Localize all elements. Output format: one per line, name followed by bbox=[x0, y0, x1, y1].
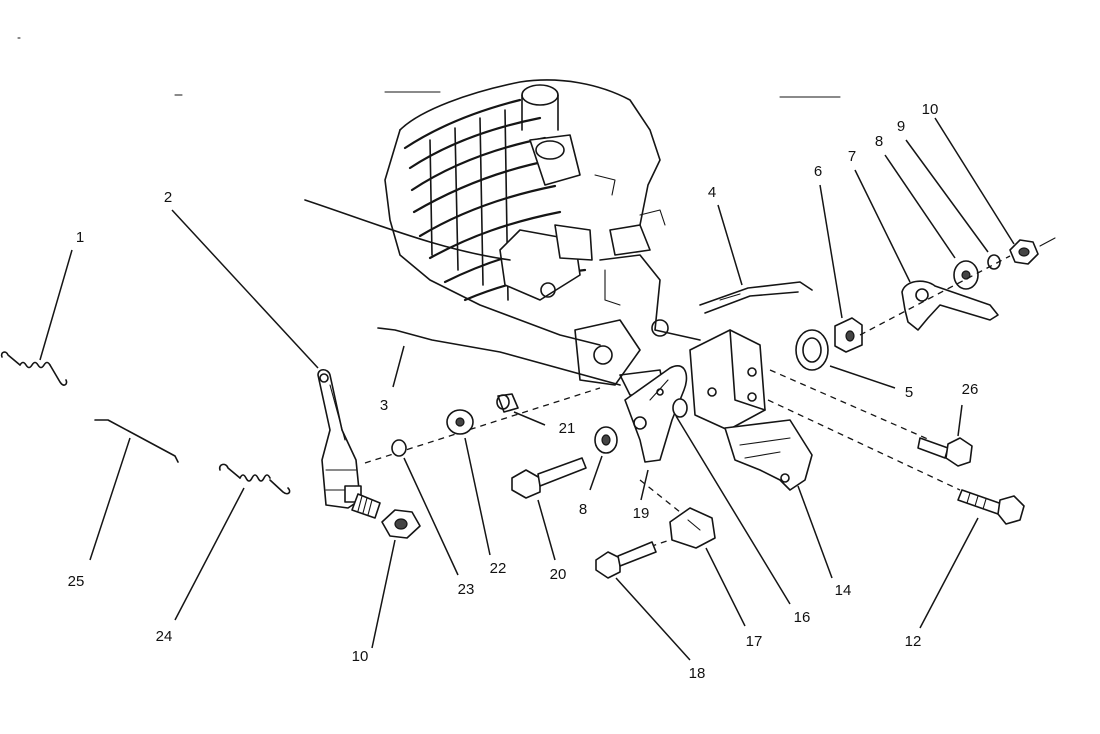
part-4-linkage-rod bbox=[699, 281, 813, 314]
stud-end bbox=[1039, 237, 1056, 247]
part-16-bushing bbox=[672, 398, 688, 418]
callout-8-center: 8 bbox=[579, 501, 587, 518]
callout-7: 7 bbox=[848, 148, 856, 165]
part-5-bushing-cup bbox=[795, 329, 829, 371]
part-18-screw bbox=[595, 541, 657, 579]
part-8-washer-center bbox=[594, 426, 618, 454]
throttle-cable bbox=[304, 199, 511, 261]
callout-10-right: 10 bbox=[922, 101, 939, 118]
callout-6: 6 bbox=[814, 163, 822, 180]
callout-9: 9 bbox=[897, 118, 905, 135]
part-26-bolt bbox=[917, 437, 973, 467]
part-24-spring bbox=[218, 463, 291, 495]
callout-18: 18 bbox=[689, 665, 706, 682]
callout-25: 25 bbox=[68, 573, 85, 590]
callout-12: 12 bbox=[905, 633, 922, 650]
callout-17: 17 bbox=[746, 633, 763, 650]
top-edge-marks bbox=[174, 91, 841, 98]
callout-16: 16 bbox=[794, 609, 811, 626]
part-21-bushing bbox=[496, 393, 519, 413]
part-3-wire-link bbox=[377, 327, 621, 386]
assembly-axis-4 bbox=[639, 479, 691, 551]
callout-4: 4 bbox=[708, 184, 716, 201]
callout-2: 2 bbox=[164, 189, 172, 206]
part-2-governor-lever bbox=[317, 368, 381, 519]
callout-5: 5 bbox=[905, 384, 913, 401]
callout-1: 1 bbox=[76, 229, 84, 246]
callout-19: 19 bbox=[633, 505, 650, 522]
callout-22: 22 bbox=[490, 560, 507, 577]
callout-3: 3 bbox=[380, 397, 388, 414]
callout-21: 21 bbox=[559, 420, 576, 437]
assembly-axis-1 bbox=[364, 387, 601, 464]
callout-labels: 1 2 3 4 5 6 7 8 8 9 10 10 12 14 16 17 18… bbox=[68, 101, 979, 682]
part-10-nut-right bbox=[1009, 239, 1039, 265]
callout-8-right: 8 bbox=[875, 133, 883, 150]
part-12-bolt bbox=[957, 489, 1025, 525]
callout-23: 23 bbox=[458, 581, 475, 598]
callout-10-left: 10 bbox=[352, 648, 369, 665]
callout-14: 14 bbox=[835, 582, 852, 599]
part-25-link-rod bbox=[94, 419, 179, 463]
engine-cylinder-head bbox=[384, 79, 701, 396]
callout-26: 26 bbox=[962, 381, 979, 398]
assembly-axis-2 bbox=[769, 369, 931, 441]
leader-lines bbox=[39, 117, 1015, 661]
callout-20: 20 bbox=[550, 566, 567, 583]
part-19-bracket-lever bbox=[624, 365, 688, 463]
assembly-axis-3 bbox=[767, 399, 961, 491]
part-17-clamp bbox=[669, 507, 716, 549]
part-14-mounting-bracket bbox=[689, 329, 813, 491]
part-20-bolt bbox=[511, 457, 587, 499]
part-10-nut-left bbox=[381, 509, 421, 539]
part-1-spring bbox=[0, 351, 68, 386]
part-6-spacer bbox=[834, 317, 863, 353]
part-23-washer bbox=[391, 439, 407, 457]
part-7-lever-arm bbox=[901, 280, 999, 331]
callout-24: 24 bbox=[156, 628, 173, 645]
part-8-washer-right bbox=[953, 260, 979, 290]
part-22-washer bbox=[446, 409, 474, 435]
